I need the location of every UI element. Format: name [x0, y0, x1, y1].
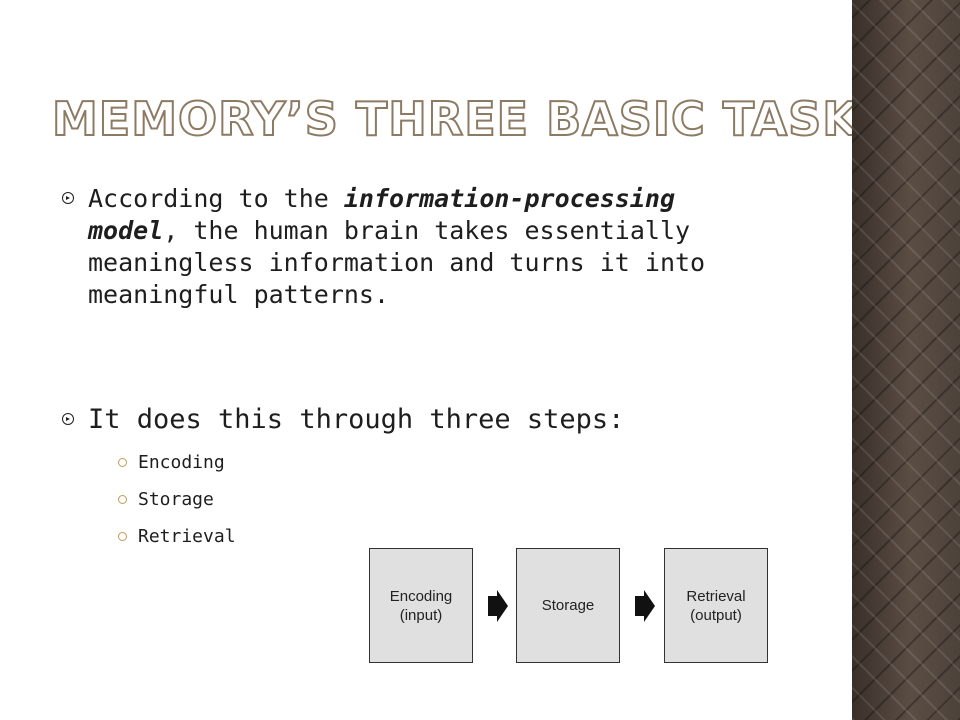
bullet-three-steps: It does this through three steps:	[62, 404, 762, 436]
bullet-info-processing: According to the information-processing …	[62, 183, 762, 311]
bullet-text-after: , the human brain takes essentially mean…	[88, 216, 706, 309]
ring-bullet-icon	[118, 458, 127, 467]
right-arrow-icon	[488, 590, 508, 622]
diagram-box-encoding: Encoding (input)	[369, 548, 473, 663]
slide-title: Memory’s Three Basic Tasks	[51, 91, 894, 147]
decorative-side-panel	[852, 0, 960, 720]
diagram-box-retrieval: Retrieval (output)	[664, 548, 768, 663]
right-arrow-icon	[635, 590, 655, 622]
list-item: Encoding	[118, 450, 236, 487]
circled-arrow-bullet-icon	[62, 192, 74, 204]
step-label: Retrieval	[138, 526, 236, 547]
bullet-text-before: According to the	[88, 184, 344, 213]
circled-arrow-bullet-icon	[62, 413, 74, 425]
ring-bullet-icon	[118, 495, 127, 504]
ring-bullet-icon	[118, 532, 127, 541]
list-item: Storage	[118, 487, 236, 524]
emphasized-term: information-processing model	[88, 184, 676, 245]
bullet-text: According to the information-processing …	[88, 183, 762, 311]
list-item: Retrieval	[118, 524, 236, 561]
step-label: Storage	[138, 489, 214, 510]
steps-list: Encoding Storage Retrieval	[118, 450, 236, 561]
step-label: Encoding	[138, 452, 225, 473]
diagram-box-storage: Storage	[516, 548, 620, 663]
bullet-text: It does this through three steps:	[88, 404, 625, 435]
